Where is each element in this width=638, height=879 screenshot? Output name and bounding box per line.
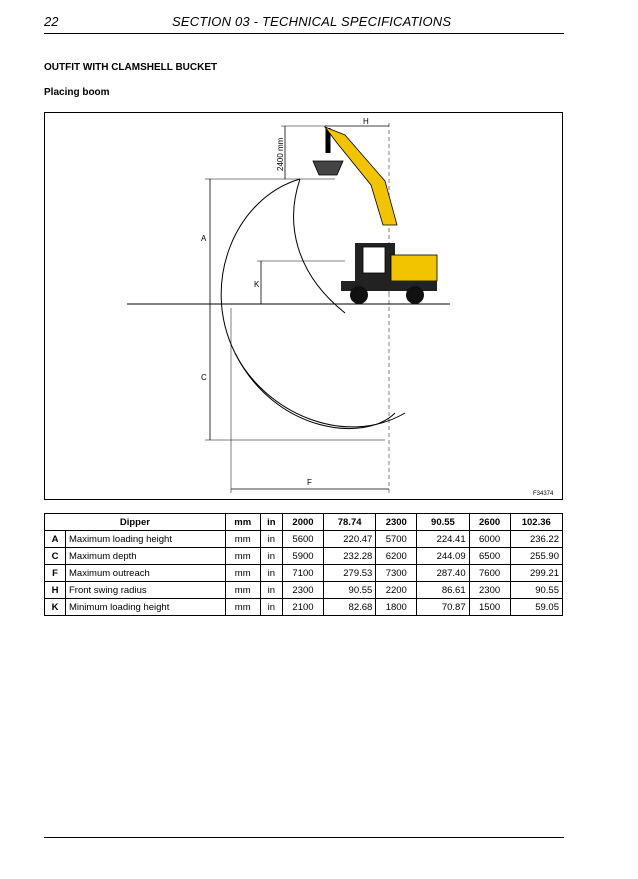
clamshell-bucket — [312, 160, 344, 176]
row-value: 59.05 — [509, 598, 564, 616]
row-label: Maximum outreach — [65, 564, 226, 582]
row-value: 224.41 — [416, 530, 470, 548]
row-value: 7600 — [468, 564, 511, 582]
col-2000: 2000 — [282, 513, 324, 531]
row-value: 90.55 — [322, 581, 377, 599]
label-f: F — [307, 478, 312, 487]
reach-envelope-outer — [220, 178, 406, 428]
row-value: 236.22 — [509, 530, 564, 548]
row-value: 232.28 — [322, 547, 377, 565]
row-unit-mm: mm — [224, 598, 261, 616]
col-90-55: 90.55 — [416, 513, 470, 531]
row-value: 5700 — [375, 530, 418, 548]
working-range-figure: A C K F H 2400 mm F34374 — [44, 112, 563, 500]
row-unit-in: in — [259, 547, 284, 565]
machine-body — [390, 254, 438, 282]
label-h: H — [363, 117, 369, 126]
label-k: K — [254, 280, 260, 289]
reach-envelope-inner — [293, 178, 346, 314]
row-label: Minimum loading height — [65, 598, 226, 616]
boom — [323, 126, 398, 226]
row-value: 255.90 — [509, 547, 564, 565]
row-value: 220.47 — [322, 530, 377, 548]
row-unit-mm: mm — [224, 547, 261, 565]
row-value: 5600 — [282, 530, 324, 548]
col-2300: 2300 — [375, 513, 418, 531]
dig-envelope — [234, 352, 396, 430]
table-row: F Maximum outreach mm in 7100 279.53 730… — [44, 564, 564, 582]
row-key: C — [44, 547, 66, 565]
col-102-36: 102.36 — [509, 513, 564, 531]
row-value: 279.53 — [322, 564, 377, 582]
page-number: 22 — [44, 14, 59, 29]
label-c: C — [201, 373, 207, 382]
row-value: 287.40 — [416, 564, 470, 582]
col-2600: 2600 — [468, 513, 511, 531]
row-unit-in: in — [259, 564, 284, 582]
document-subtitle: Placing boom — [44, 87, 110, 98]
table-row: K Minimum loading height mm in 2100 82.6… — [44, 598, 564, 616]
row-value: 2300 — [282, 581, 324, 599]
row-unit-mm: mm — [224, 581, 261, 599]
row-key: F — [44, 564, 66, 582]
row-value: 6200 — [375, 547, 418, 565]
row-value: 82.68 — [322, 598, 377, 616]
row-value: 2100 — [282, 598, 324, 616]
row-unit-in: in — [259, 530, 284, 548]
row-value: 70.87 — [416, 598, 470, 616]
table-row: H Front swing radius mm in 2300 90.55 22… — [44, 581, 564, 599]
table-header-row: Dipper mm in 2000 78.74 2300 90.55 2600 … — [44, 513, 564, 531]
row-value: 7300 — [375, 564, 418, 582]
row-unit-mm: mm — [224, 564, 261, 582]
col-dipper: Dipper — [44, 513, 226, 531]
header-rule — [44, 33, 564, 34]
row-value: 2200 — [375, 581, 418, 599]
row-value: 86.61 — [416, 581, 470, 599]
section-title: SECTION 03 - TECHNICAL SPECIFICATIONS — [172, 14, 452, 29]
cab-window — [362, 246, 386, 274]
row-value: 1800 — [375, 598, 418, 616]
row-label: Maximum depth — [65, 547, 226, 565]
col-mm: mm — [224, 513, 261, 531]
row-key: K — [44, 598, 66, 616]
document-title: OUTFIT WITH CLAMSHELL BUCKET — [44, 62, 218, 73]
label-2400: 2400 mm — [276, 137, 285, 171]
row-value: 6000 — [468, 530, 511, 548]
label-a: A — [201, 234, 207, 243]
front-wheel — [350, 286, 368, 304]
row-unit-mm: mm — [224, 530, 261, 548]
table-row: C Maximum depth mm in 5900 232.28 6200 2… — [44, 547, 564, 565]
row-value: 5900 — [282, 547, 324, 565]
figure-ref: F34374 — [533, 491, 554, 497]
row-value: 299.21 — [509, 564, 564, 582]
rear-wheel — [406, 286, 424, 304]
row-label: Front swing radius — [65, 581, 226, 599]
col-78-74: 78.74 — [322, 513, 377, 531]
row-label: Maximum loading height — [65, 530, 226, 548]
row-key: H — [44, 581, 66, 599]
row-value: 6500 — [468, 547, 511, 565]
row-value: 2300 — [468, 581, 511, 599]
chassis — [341, 281, 437, 291]
working-range-diagram: A C K F H 2400 mm F34374 — [127, 117, 554, 497]
row-value: 7100 — [282, 564, 324, 582]
specifications-table: Dipper mm in 2000 78.74 2300 90.55 2600 … — [44, 513, 564, 616]
col-in: in — [259, 513, 284, 531]
page-header: 22 SECTION 03 - TECHNICAL SPECIFICATIONS — [44, 14, 564, 32]
row-value: 90.55 — [509, 581, 564, 599]
table-row: A Maximum loading height mm in 5600 220.… — [44, 530, 564, 548]
row-key: A — [44, 530, 66, 548]
row-unit-in: in — [259, 598, 284, 616]
row-value: 244.09 — [416, 547, 470, 565]
row-value: 1500 — [468, 598, 511, 616]
row-unit-in: in — [259, 581, 284, 599]
footer-rule — [44, 837, 564, 838]
